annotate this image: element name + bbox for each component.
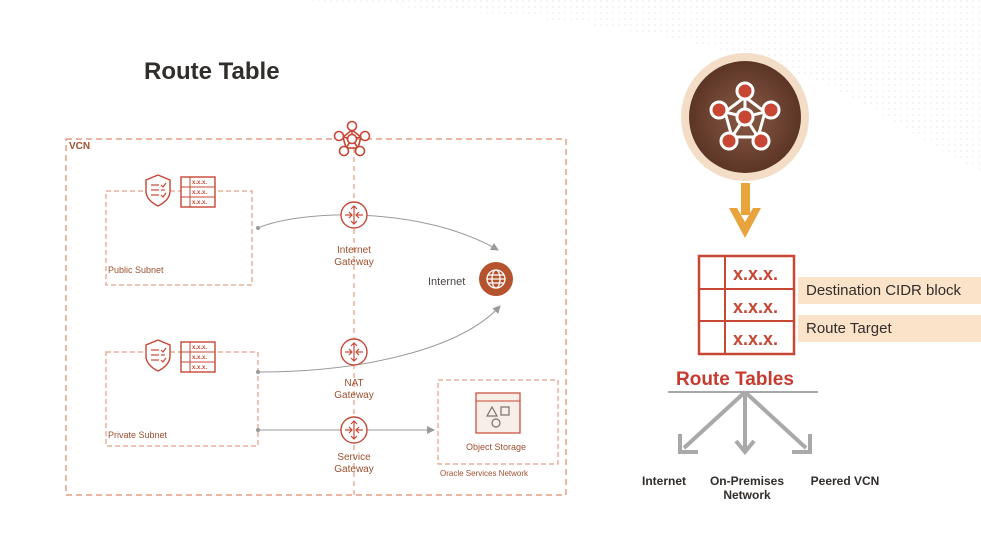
- route-table-cell: x.x.x.: [733, 264, 779, 284]
- router-icon: [340, 338, 368, 366]
- public-subnet-label: Public Subnet: [108, 265, 164, 275]
- vcn-emblem-icon: [681, 53, 809, 181]
- route-table-graphic: [697, 254, 796, 356]
- table-icon: [180, 176, 216, 208]
- mini-table-public: x.x.x.x.x.x.x.x.x.: [192, 180, 208, 206]
- destination-arrows: [678, 390, 812, 456]
- destination-internet: Internet: [641, 474, 686, 488]
- router-icon: [340, 201, 368, 229]
- vcn-label: VCN: [69, 141, 91, 152]
- table-icon: [180, 341, 216, 373]
- router-icon: [340, 416, 368, 444]
- oracle-services-network-label: Oracle Services Network: [440, 469, 529, 478]
- route-table-cell: x.x.x.: [733, 297, 779, 317]
- globe-icon: [479, 262, 513, 296]
- internet-label: Internet: [428, 276, 466, 288]
- destination-peered-vcn: Peered VCN: [810, 474, 880, 488]
- mini-table-private: x.x.x.x.x.x.x.x.x.: [192, 345, 208, 371]
- public-subnet-box: [105, 190, 253, 286]
- private-to-internet-line: [257, 305, 501, 373]
- object-storage-label: Object Storage: [466, 442, 527, 452]
- security-list-icon: [145, 174, 171, 207]
- private-subnet-label: Private Subnet: [108, 430, 168, 440]
- vcn-network-icon: [333, 120, 371, 157]
- destination-cidr-row: Destination CIDR block: [798, 277, 981, 304]
- security-list-icon: [145, 339, 171, 372]
- route-tables-title: Route Tables: [676, 369, 794, 390]
- route-table-cell: x.x.x.: [733, 329, 779, 349]
- route-table-overview: [668, 53, 818, 456]
- vcn-boundary: [65, 138, 567, 496]
- route-target-row: Route Target: [798, 315, 981, 342]
- down-arrow-icon: [729, 183, 761, 238]
- page-title: Route Table: [144, 58, 280, 85]
- vcn-diagram: [65, 120, 567, 496]
- object-storage-icon: [475, 392, 521, 434]
- oracle-services-box: [437, 379, 559, 465]
